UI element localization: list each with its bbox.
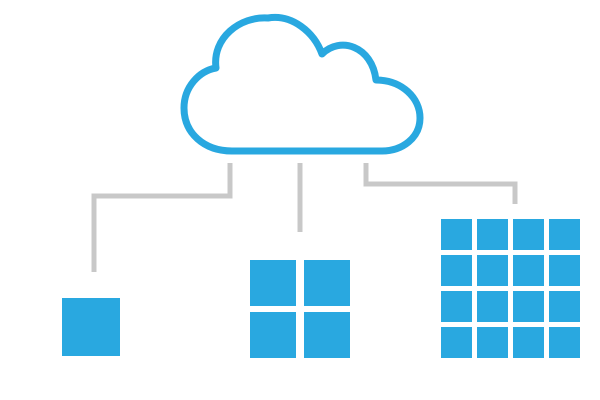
block-cell	[513, 255, 544, 286]
block-cell	[513, 291, 544, 322]
block-cell	[441, 291, 472, 322]
block-cell	[250, 312, 296, 358]
block-cell	[62, 298, 120, 356]
block-cell	[441, 219, 472, 250]
connector-right	[363, 163, 518, 204]
cloud-outline	[180, 13, 424, 155]
single-block	[62, 298, 120, 356]
block-cell	[441, 327, 472, 358]
block-cell	[477, 219, 508, 250]
block-cell	[477, 327, 508, 358]
four-block-grid	[250, 260, 350, 358]
block-cell	[513, 327, 544, 358]
connectors	[91, 163, 518, 272]
block-cell	[549, 255, 580, 286]
block-cell	[250, 260, 296, 306]
block-cell	[441, 255, 472, 286]
cloud-icon	[180, 13, 424, 155]
block-cell	[513, 219, 544, 250]
block-cell	[304, 312, 350, 358]
connector-left	[91, 163, 233, 272]
sixteen-block-grid	[441, 219, 580, 358]
block-cell	[477, 255, 508, 286]
block-cell	[304, 260, 350, 306]
block-cell	[549, 219, 580, 250]
block-cell	[549, 291, 580, 322]
block-cell	[549, 327, 580, 358]
block-cell	[477, 291, 508, 322]
